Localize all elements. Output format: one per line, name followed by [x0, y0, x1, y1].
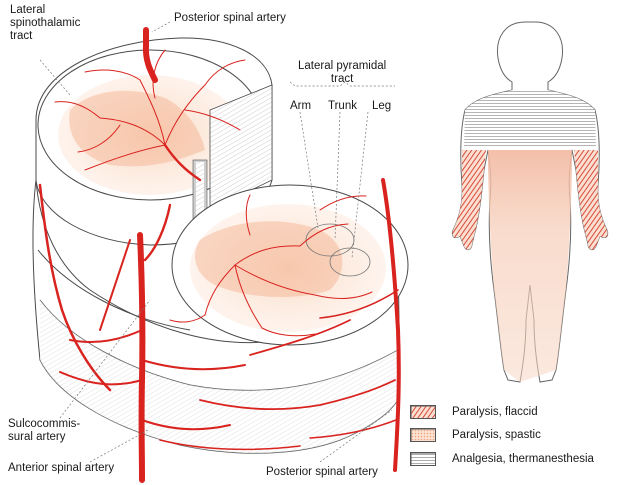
label-line: spinothalamic — [10, 17, 81, 29]
label-lateral-spinothalamic-tract: Lateral spinothalamic tract — [10, 4, 80, 43]
legend-item-flaccid: Paralysis, flaccid — [410, 404, 538, 420]
label-line: Sulcocommis- — [8, 418, 81, 430]
legend-label: Paralysis, flaccid — [452, 406, 538, 418]
label-posterior-spinal-artery-bottom: Posterior spinal artery — [266, 466, 378, 478]
arteries — [38, 27, 401, 483]
label-sulcocommissural-artery: Sulcocommis- sural artery — [8, 418, 80, 444]
intramedullary-vessels — [54, 49, 373, 337]
legend-item-spastic: Paralysis, spastic — [410, 427, 541, 443]
label-trunk: Trunk — [328, 100, 357, 112]
leader-lines — [39, 21, 395, 463]
legend-label: Analgesia, thermanesthesia — [452, 453, 594, 465]
swatch-analgesia-icon — [410, 452, 436, 466]
label-arm: Arm — [290, 100, 312, 112]
label-line: Lateral — [10, 4, 46, 16]
cord-upper-segment — [35, 37, 273, 246]
label-leg: Leg — [372, 100, 392, 112]
label-line: tract — [10, 30, 33, 42]
label-lateral-pyramidal-tract: Lateral pyramidal tract — [298, 60, 386, 86]
label-line: sural artery — [8, 431, 66, 443]
label-line: tract — [330, 73, 354, 85]
label-anterior-spinal-artery: Anterior spinal artery — [8, 462, 115, 474]
body-figure — [451, 21, 609, 383]
legend-item-analgesia: Analgesia, thermanesthesia — [410, 451, 594, 467]
swatch-spastic-icon — [410, 428, 436, 442]
swatch-flaccid-icon — [410, 405, 436, 419]
label-posterior-spinal-artery-top: Posterior spinal artery — [174, 12, 286, 24]
legend-label: Paralysis, spastic — [452, 429, 541, 441]
label-line: Lateral pyramidal — [298, 60, 387, 72]
cord-cross-section — [171, 184, 409, 346]
